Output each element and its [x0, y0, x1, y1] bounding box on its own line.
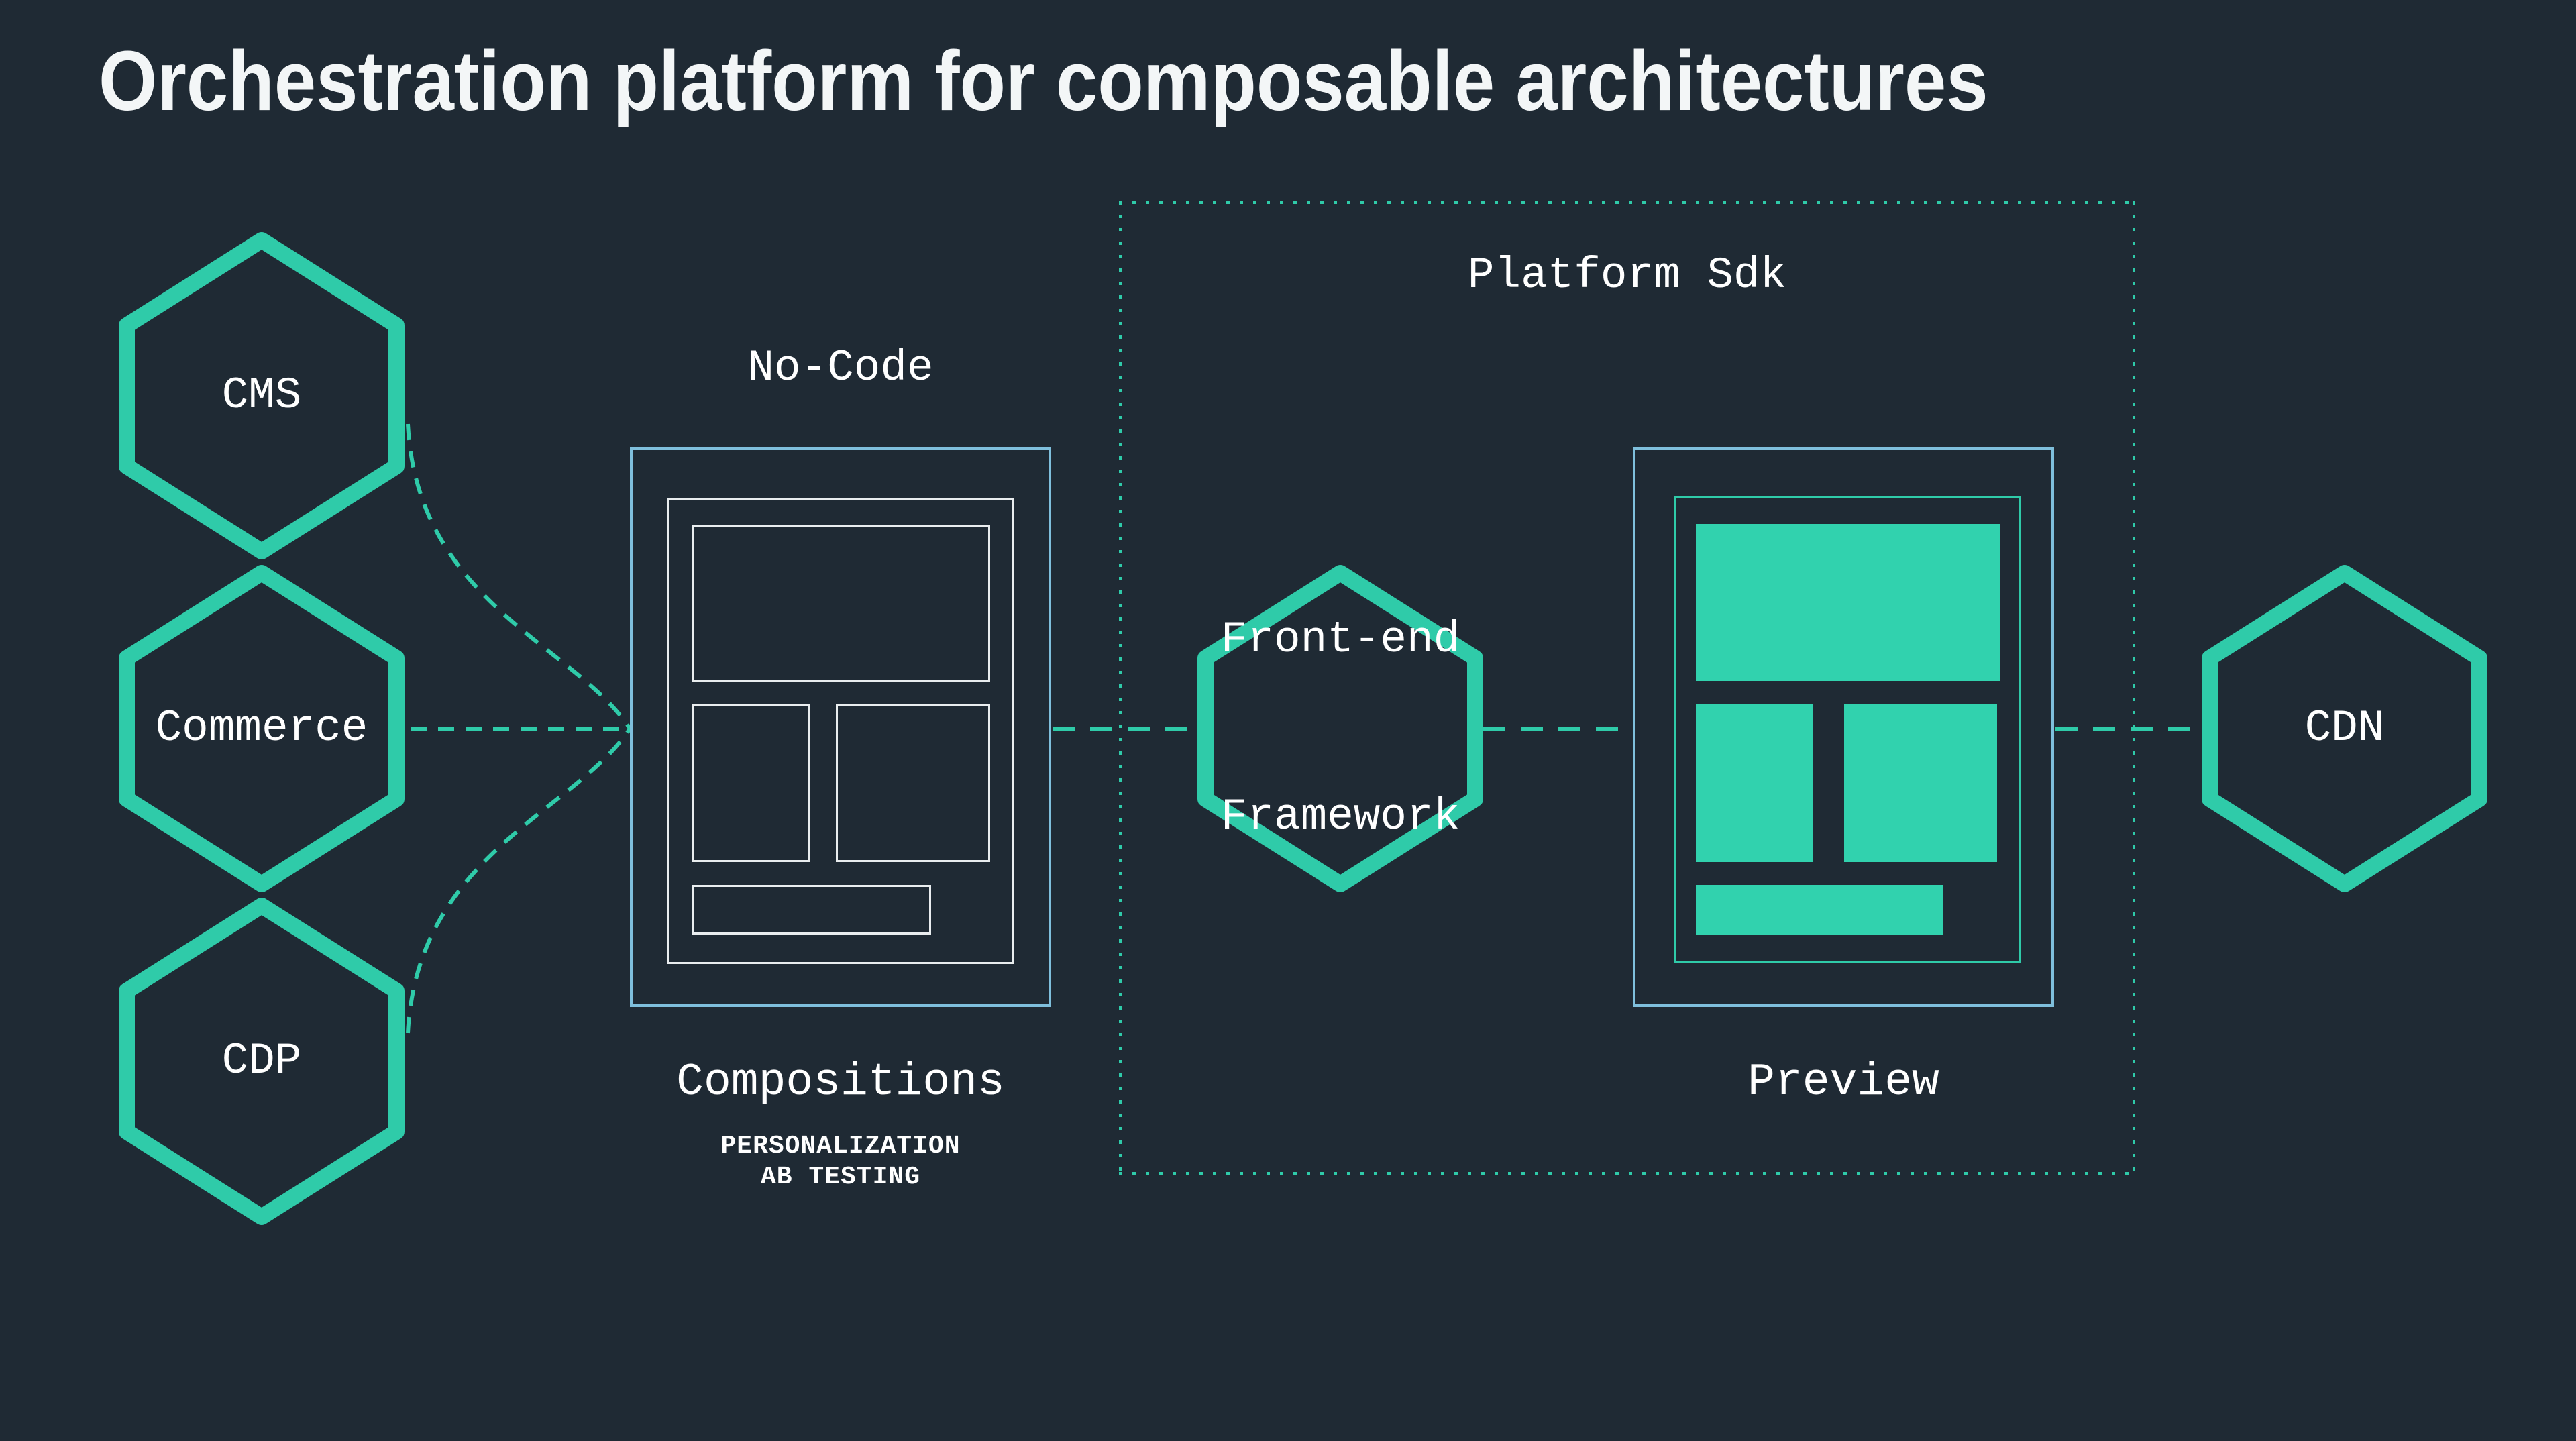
compositions-features: PERSONALIZATION AB TESTING: [596, 1131, 1085, 1193]
hexagon-cms: CMS: [119, 232, 405, 559]
preview-column-right: [1844, 704, 1997, 862]
wireframe-footer: [692, 885, 931, 935]
hexagon-commerce: Commerce: [119, 565, 405, 892]
feature-personalization: PERSONALIZATION: [720, 1132, 961, 1161]
feature-ab-testing: AB TESTING: [760, 1163, 921, 1191]
page-title: Orchestration platform for composable ar…: [99, 34, 1988, 128]
platform-sdk-label: Platform Sdk: [1467, 250, 1787, 301]
preview-footer-block: [1696, 885, 1943, 935]
preview-label: Preview: [1748, 1057, 1939, 1108]
connector-cms-curve: [406, 423, 632, 730]
platform-sdk-container: [1119, 201, 2135, 1175]
hexagon-cdp-label: CDP: [221, 1036, 302, 1086]
hexagon-cms-label: CMS: [221, 370, 302, 421]
frontend-label-line2: Framework: [1220, 792, 1460, 842]
hexagon-cdp: CDP: [119, 898, 405, 1225]
compositions-label: Compositions: [676, 1057, 1005, 1108]
hexagon-commerce-label: Commerce: [155, 703, 368, 753]
hexagon-outline: [119, 565, 405, 892]
preview-column-left: [1696, 704, 1813, 862]
no-code-box: [630, 447, 1051, 1007]
connector-cdp-curve: [406, 727, 632, 1034]
frontend-label-line1: Front-end: [1220, 615, 1460, 665]
hexagon-frontend-label: Front-end Framework: [1197, 565, 1483, 892]
preview-hero-block: [1696, 524, 2000, 681]
hexagon-outline: [119, 232, 405, 559]
hexagon-outline: [119, 898, 405, 1225]
wireframe-hero: [692, 525, 990, 682]
hexagon-outline: [1197, 565, 1483, 892]
hexagon-cdn: CDN: [2202, 565, 2487, 892]
wireframe-outer: [667, 498, 1014, 964]
preview-box: [1633, 447, 2054, 1007]
hexagon-outline: [2202, 565, 2487, 892]
wireframe-column-right: [836, 704, 990, 862]
wireframe-column-left: [692, 704, 810, 862]
hexagon-frontend-framework: Front-end Framework: [1197, 565, 1483, 892]
hexagon-cdn-label: CDN: [2304, 703, 2385, 753]
preview-wireframe-outer: [1674, 496, 2021, 963]
no-code-label: No-Code: [747, 343, 934, 393]
